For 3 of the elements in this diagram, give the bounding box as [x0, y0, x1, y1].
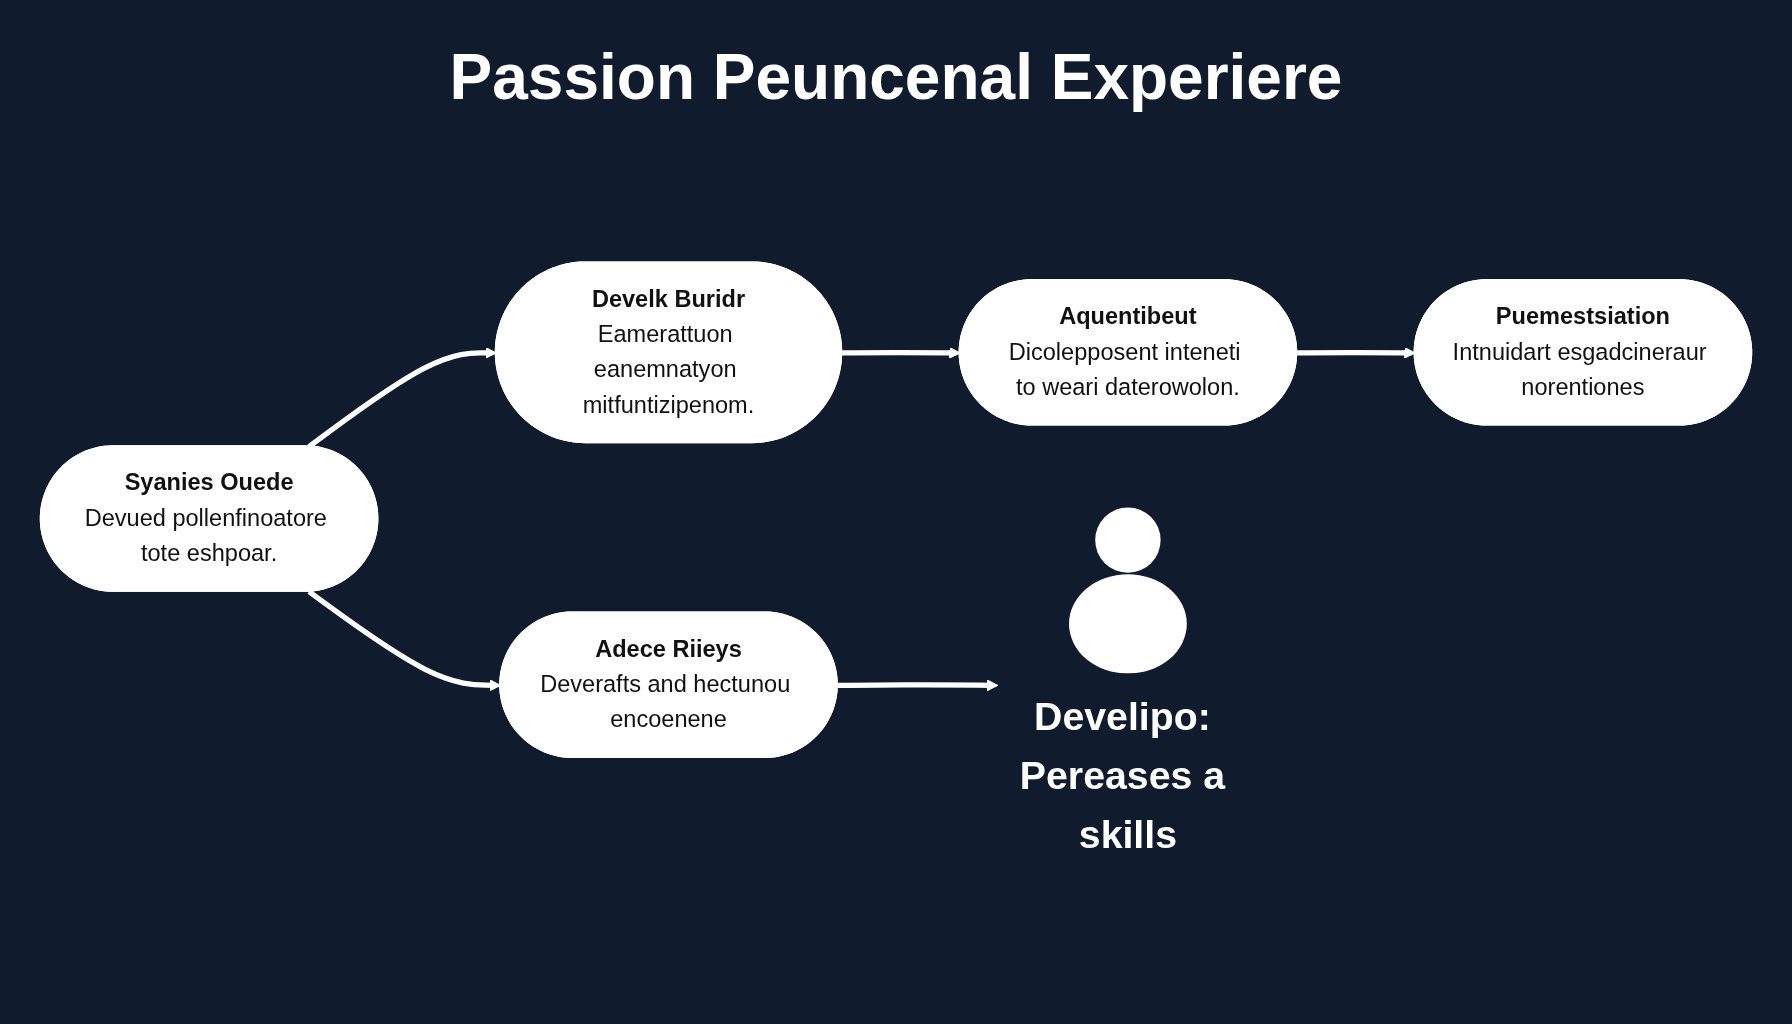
arrow	[837, 679, 999, 692]
node-label: Develipo: Pereases a skills	[1019, 694, 1226, 856]
title: Passion Peuncenal Experiere	[449, 40, 1343, 114]
